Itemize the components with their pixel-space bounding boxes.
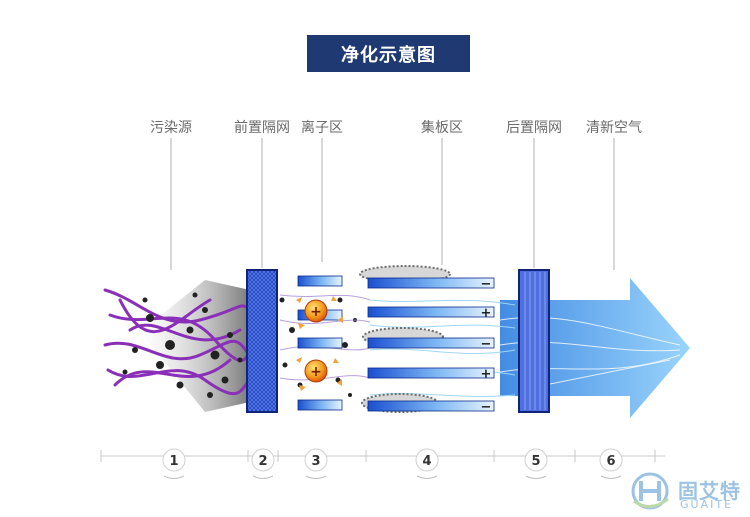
ion-particle: [304, 299, 328, 323]
label-post-filter: 后置隔网: [506, 120, 562, 136]
ion-plate: [297, 275, 343, 287]
zone-number-circle: [415, 448, 439, 472]
brand-logo: 固艾特 GUAITE: [628, 471, 748, 511]
plate-sign: −: [481, 277, 492, 292]
label-pre-filter: 前置隔网: [234, 120, 290, 136]
zone-number: 6: [606, 454, 615, 469]
plate-sign: −: [481, 337, 492, 352]
brand-name-en: GUAITE: [680, 498, 734, 511]
zone-number-circle: [524, 448, 548, 472]
plate-sign: −: [481, 400, 492, 415]
zone-number-circle: [599, 448, 623, 472]
plate-sign: +: [481, 367, 492, 382]
collector-plates: − + − + −: [367, 277, 495, 415]
pollutant-particles: [122, 292, 357, 398]
diagram-title: 净化示意图: [307, 35, 470, 72]
ion-sign: +: [310, 364, 322, 380]
post-filter-screen: [518, 269, 550, 413]
plate-sign: +: [481, 306, 492, 321]
zone-number: 4: [422, 454, 431, 469]
ion-particles: + +: [296, 296, 343, 391]
zone-number-circle: [162, 448, 186, 472]
ion-sign: +: [310, 304, 322, 320]
zone-number: 5: [531, 454, 540, 469]
label-pollution-source: 污染源: [150, 120, 192, 136]
collector-plate: [367, 277, 495, 289]
zone-number-circle: [304, 448, 328, 472]
ion-plate: [297, 337, 343, 349]
collector-plate: [367, 400, 495, 412]
label-ion-zone: 离子区: [301, 120, 343, 136]
label-fresh-air: 清新空气: [586, 120, 642, 136]
zone-number: 3: [311, 454, 320, 469]
pre-filter-screen: [246, 269, 278, 413]
ion-plate: [297, 399, 343, 411]
brand-name-cn: 固艾特: [678, 479, 741, 503]
ion-particle: [304, 359, 328, 383]
label-collector-zone: 集板区: [421, 120, 463, 136]
leader-lines: [170, 138, 615, 270]
collector-plate: [367, 337, 495, 349]
collector-plate: [367, 306, 495, 318]
zone-number: 2: [258, 454, 267, 469]
brand-emblem-icon: [631, 472, 669, 510]
bottom-ruler: 1 2 3 4 5 6: [100, 448, 665, 479]
zone-number: 1: [169, 454, 178, 469]
zone-number-circle: [251, 448, 275, 472]
collector-plate: [367, 367, 495, 379]
